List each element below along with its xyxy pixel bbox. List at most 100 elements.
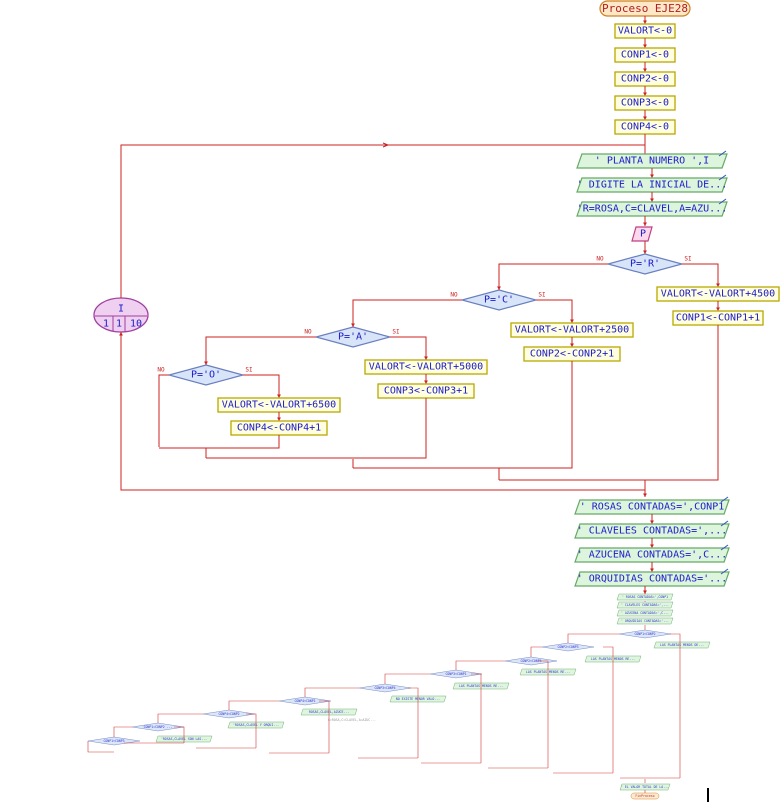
arrow-head	[716, 307, 720, 311]
join-line-1	[499, 325, 719, 481]
mini-decision-5[interactable]: CONP3<CONP4	[358, 683, 412, 693]
mini-decision-6-text: CONP4<CONP1	[294, 699, 315, 703]
mini-output-1[interactable]: ' ROSAS CONTADAS=',CONP1	[616, 593, 674, 601]
mini-decision-8[interactable]: CONP1=CONP2 ...	[131, 722, 185, 732]
final-output-1[interactable]: ' ROSAS CONTADAS=',CONP1	[574, 496, 730, 515]
yes-3-assign-total[interactable]: VALORT<-VALORT+5000	[364, 359, 488, 375]
yes-4-assign-count[interactable]: CONP4<-CONP4+1	[230, 420, 328, 436]
init-assign-5[interactable]: CONP4<-0	[614, 119, 676, 135]
mini-output-4[interactable]: ' ORQUIDIAS CONTADAS='...	[616, 617, 674, 625]
mini-decision-9[interactable]: CONP1<CONP3	[87, 736, 141, 746]
yes-1-assign-total-text: VALORT<-VALORT+4500	[661, 289, 775, 300]
yes-2-assign-count[interactable]: CONP2<-CONP2+1	[523, 346, 621, 362]
mini-connector	[567, 633, 619, 643]
decision-4[interactable]: P='O'	[166, 364, 246, 386]
loop-output-2-text: ' DIGITE LA INICIAL DE...	[577, 180, 728, 191]
yes-line-2	[536, 299, 573, 323]
decision-2[interactable]: P='C'	[459, 289, 539, 311]
mini-connector	[455, 660, 505, 670]
mini-end[interactable]: FinProceso	[630, 792, 660, 800]
arrow-head	[643, 92, 647, 96]
mini-connector	[113, 726, 132, 737]
decision-1[interactable]: P='R'	[605, 253, 685, 275]
mini-decision-2[interactable]: CONP2<CONP3	[541, 642, 595, 652]
final-output-4[interactable]: ' ORQUIDIAS CONTADAS='...	[574, 568, 730, 587]
no-label-1: NO	[596, 256, 604, 263]
loop-to: 10	[130, 319, 142, 330]
arrow-head	[650, 198, 654, 202]
yes-2-assign-total[interactable]: VALORT<-VALORT+2500	[510, 322, 634, 338]
mini-branch-output-1[interactable]: LAS PLANTAS MENOS DE...	[653, 641, 711, 649]
mini-connector	[530, 646, 542, 657]
mini-connector	[174, 726, 185, 743]
init-assign-2[interactable]: CONP1<-0	[614, 47, 676, 63]
mini-footer-output-text: ' EL VALOR TOTAL DE LA...	[621, 785, 669, 789]
final-output-2[interactable]: ' CLAVELES CONTADAS=',...	[574, 520, 730, 539]
yes-2-assign-count-text: CONP2<-CONP2+1	[530, 349, 614, 360]
loop-output-1-text: ' PLANTA NUMERO ',I	[595, 156, 709, 167]
mini-output-2[interactable]: ' CLAVELES CONTADAS=',...	[616, 601, 674, 609]
init-assign-4[interactable]: CONP3<-0	[614, 95, 676, 111]
arrow-head	[650, 544, 654, 548]
process-title[interactable]: Proceso EJE28	[599, 0, 691, 17]
no-label-2: NO	[450, 292, 458, 299]
arrow-head	[204, 361, 208, 365]
mini-decision-3[interactable]: CONP2<CONP4	[504, 656, 558, 666]
mini-decision-8-text: CONP1=CONP2 ...	[144, 725, 173, 729]
yes-2-assign-total-text: VALORT<-VALORT+2500	[515, 325, 629, 336]
loop-bottom-line	[120, 332, 645, 491]
arrow-head	[643, 250, 647, 254]
mini-decision-4[interactable]: CONP3<CONP1	[429, 669, 483, 679]
final-output-3[interactable]: ' AZUCENA CONTADAS=',C...	[574, 544, 730, 563]
read-input-p[interactable]: P	[631, 226, 653, 242]
init-assign-1[interactable]: VALORT<-0	[614, 23, 676, 39]
loop-output-3-text: 'R=ROSA,C=CLAVEL,A=AZU...	[577, 204, 728, 215]
init-assign-3[interactable]: CONP2<-0	[614, 71, 676, 87]
mini-connector	[670, 633, 681, 778]
loop-step: 1	[116, 319, 122, 330]
arrow-head	[650, 568, 654, 572]
mini-decision-2-text: CONP2<CONP3	[557, 645, 578, 649]
yes-1-assign-count[interactable]: CONP1<-CONP1+1	[672, 310, 764, 326]
yes-4-assign-total[interactable]: VALORT<-VALORT+6500	[217, 397, 341, 413]
init-assign-3-text: CONP2<-0	[621, 74, 669, 85]
mini-decision-7[interactable]: CONP4<CONP2	[202, 709, 256, 719]
arrow-head	[277, 394, 281, 398]
arrow-head	[424, 356, 428, 360]
arrow-head	[643, 44, 647, 48]
final-output-2-text: ' CLAVELES CONTADAS=',...	[577, 526, 728, 537]
mini-footer-output[interactable]: ' EL VALOR TOTAL DE LA...	[619, 783, 671, 791]
loop-output-3[interactable]: 'R=ROSA,C=CLAVEL,A=AZU...	[576, 198, 728, 217]
yes-3-assign-count[interactable]: CONP3<-CONP3+1	[377, 383, 475, 399]
mini-decision-1-text: CONP1<CONP2	[634, 632, 655, 636]
mini-output-1-text: ' ROSAS CONTADAS=',CONP1	[622, 595, 668, 599]
init-assign-2-text: CONP1<-0	[621, 50, 669, 61]
mini-output-3[interactable]: ' AZUCENA CONTADAS=',C...	[616, 609, 674, 617]
mini-output-3-text: ' AZUCENA CONTADAS=',C...	[621, 611, 669, 615]
mini-decision-4-text: CONP3<CONP1	[445, 672, 466, 676]
yes-1-assign-total[interactable]: VALORT<-VALORT+4500	[656, 286, 780, 302]
mini-decision-1[interactable]: CONP1<CONP2	[618, 629, 672, 639]
mini-decision-6[interactable]: CONP4<CONP1	[278, 696, 332, 706]
no-label-3: NO	[304, 329, 312, 336]
mini-connector	[246, 713, 257, 748]
init-assign-5-text: CONP4<-0	[621, 122, 669, 133]
arrow-head	[643, 68, 647, 72]
mini-decision-9-text: CONP1<CONP3	[103, 739, 124, 743]
mini-flowchart: ' ROSAS CONTADAS=',CONP1 ' CLAVELES CONTA…	[87, 593, 711, 800]
loop-output-2[interactable]: ' DIGITE LA INICIAL DE...	[576, 174, 728, 193]
mini-decision-7-text: CONP4<CONP2	[218, 712, 239, 716]
yes-4-assign-total-text: VALORT<-VALORT+6500	[222, 400, 336, 411]
loop-output-1[interactable]: ' PLANTA NUMERO ',I	[576, 150, 728, 169]
decision-3-text: P='A'	[338, 332, 368, 343]
loop-from: 1	[103, 319, 109, 330]
mini-branch-output-1-text: LAS PLANTAS MENOS DE...	[660, 643, 704, 647]
loop-top-line	[120, 144, 645, 298]
decision-3[interactable]: P='A'	[313, 326, 393, 348]
yes-label-1: SI	[684, 256, 692, 263]
arrow-head	[497, 286, 501, 290]
no-label-4: NO	[157, 367, 165, 374]
read-input-text: P	[640, 229, 646, 240]
